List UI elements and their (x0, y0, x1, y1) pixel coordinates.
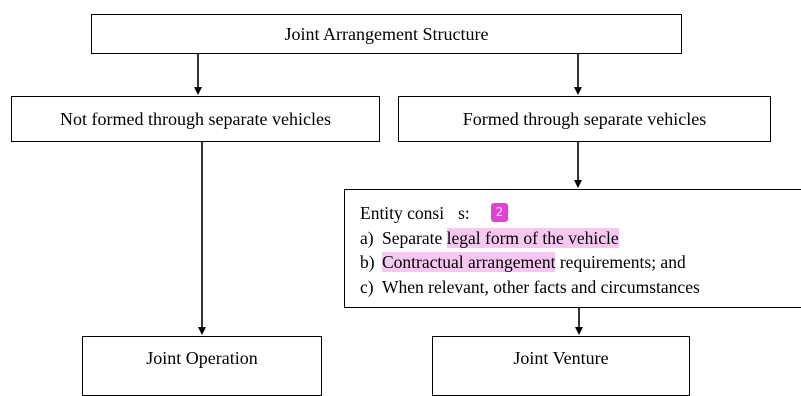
criteria-item-c: c)When relevant, other facts and circums… (360, 276, 700, 297)
left-branch-label: Not formed through separate vehicles (60, 108, 331, 129)
connector-arrows (194, 54, 583, 335)
criteria-item-b: b)Contractual arrangement requirements; … (360, 252, 686, 272)
highlight-legal-form[interactable]: legal form of the vehicle (446, 227, 619, 248)
joint-venture-label: Joint Venture (513, 348, 609, 368)
right-branch-label: Formed through separate vehicles (462, 108, 707, 129)
highlight-contractual-arrangement[interactable]: Contractual arrangement (382, 252, 556, 272)
joint-operation-box: Joint Operation (82, 336, 322, 396)
not-separate-vehicles-box: Not formed through separate vehicles (11, 96, 380, 142)
joint-arrangement-structure-box: Joint Arrangement Structure (91, 14, 682, 54)
joint-venture-box: Joint Venture (432, 336, 690, 396)
annotation-badge[interactable]: 2 (491, 203, 508, 222)
joint-operation-label: Joint Operation (146, 348, 258, 368)
separate-vehicles-box: Formed through separate vehicles (398, 96, 771, 142)
criteria-item-a: a)Separate legal form of the vehicle (360, 227, 619, 248)
top-box-label: Joint Arrangement Structure (284, 23, 489, 44)
